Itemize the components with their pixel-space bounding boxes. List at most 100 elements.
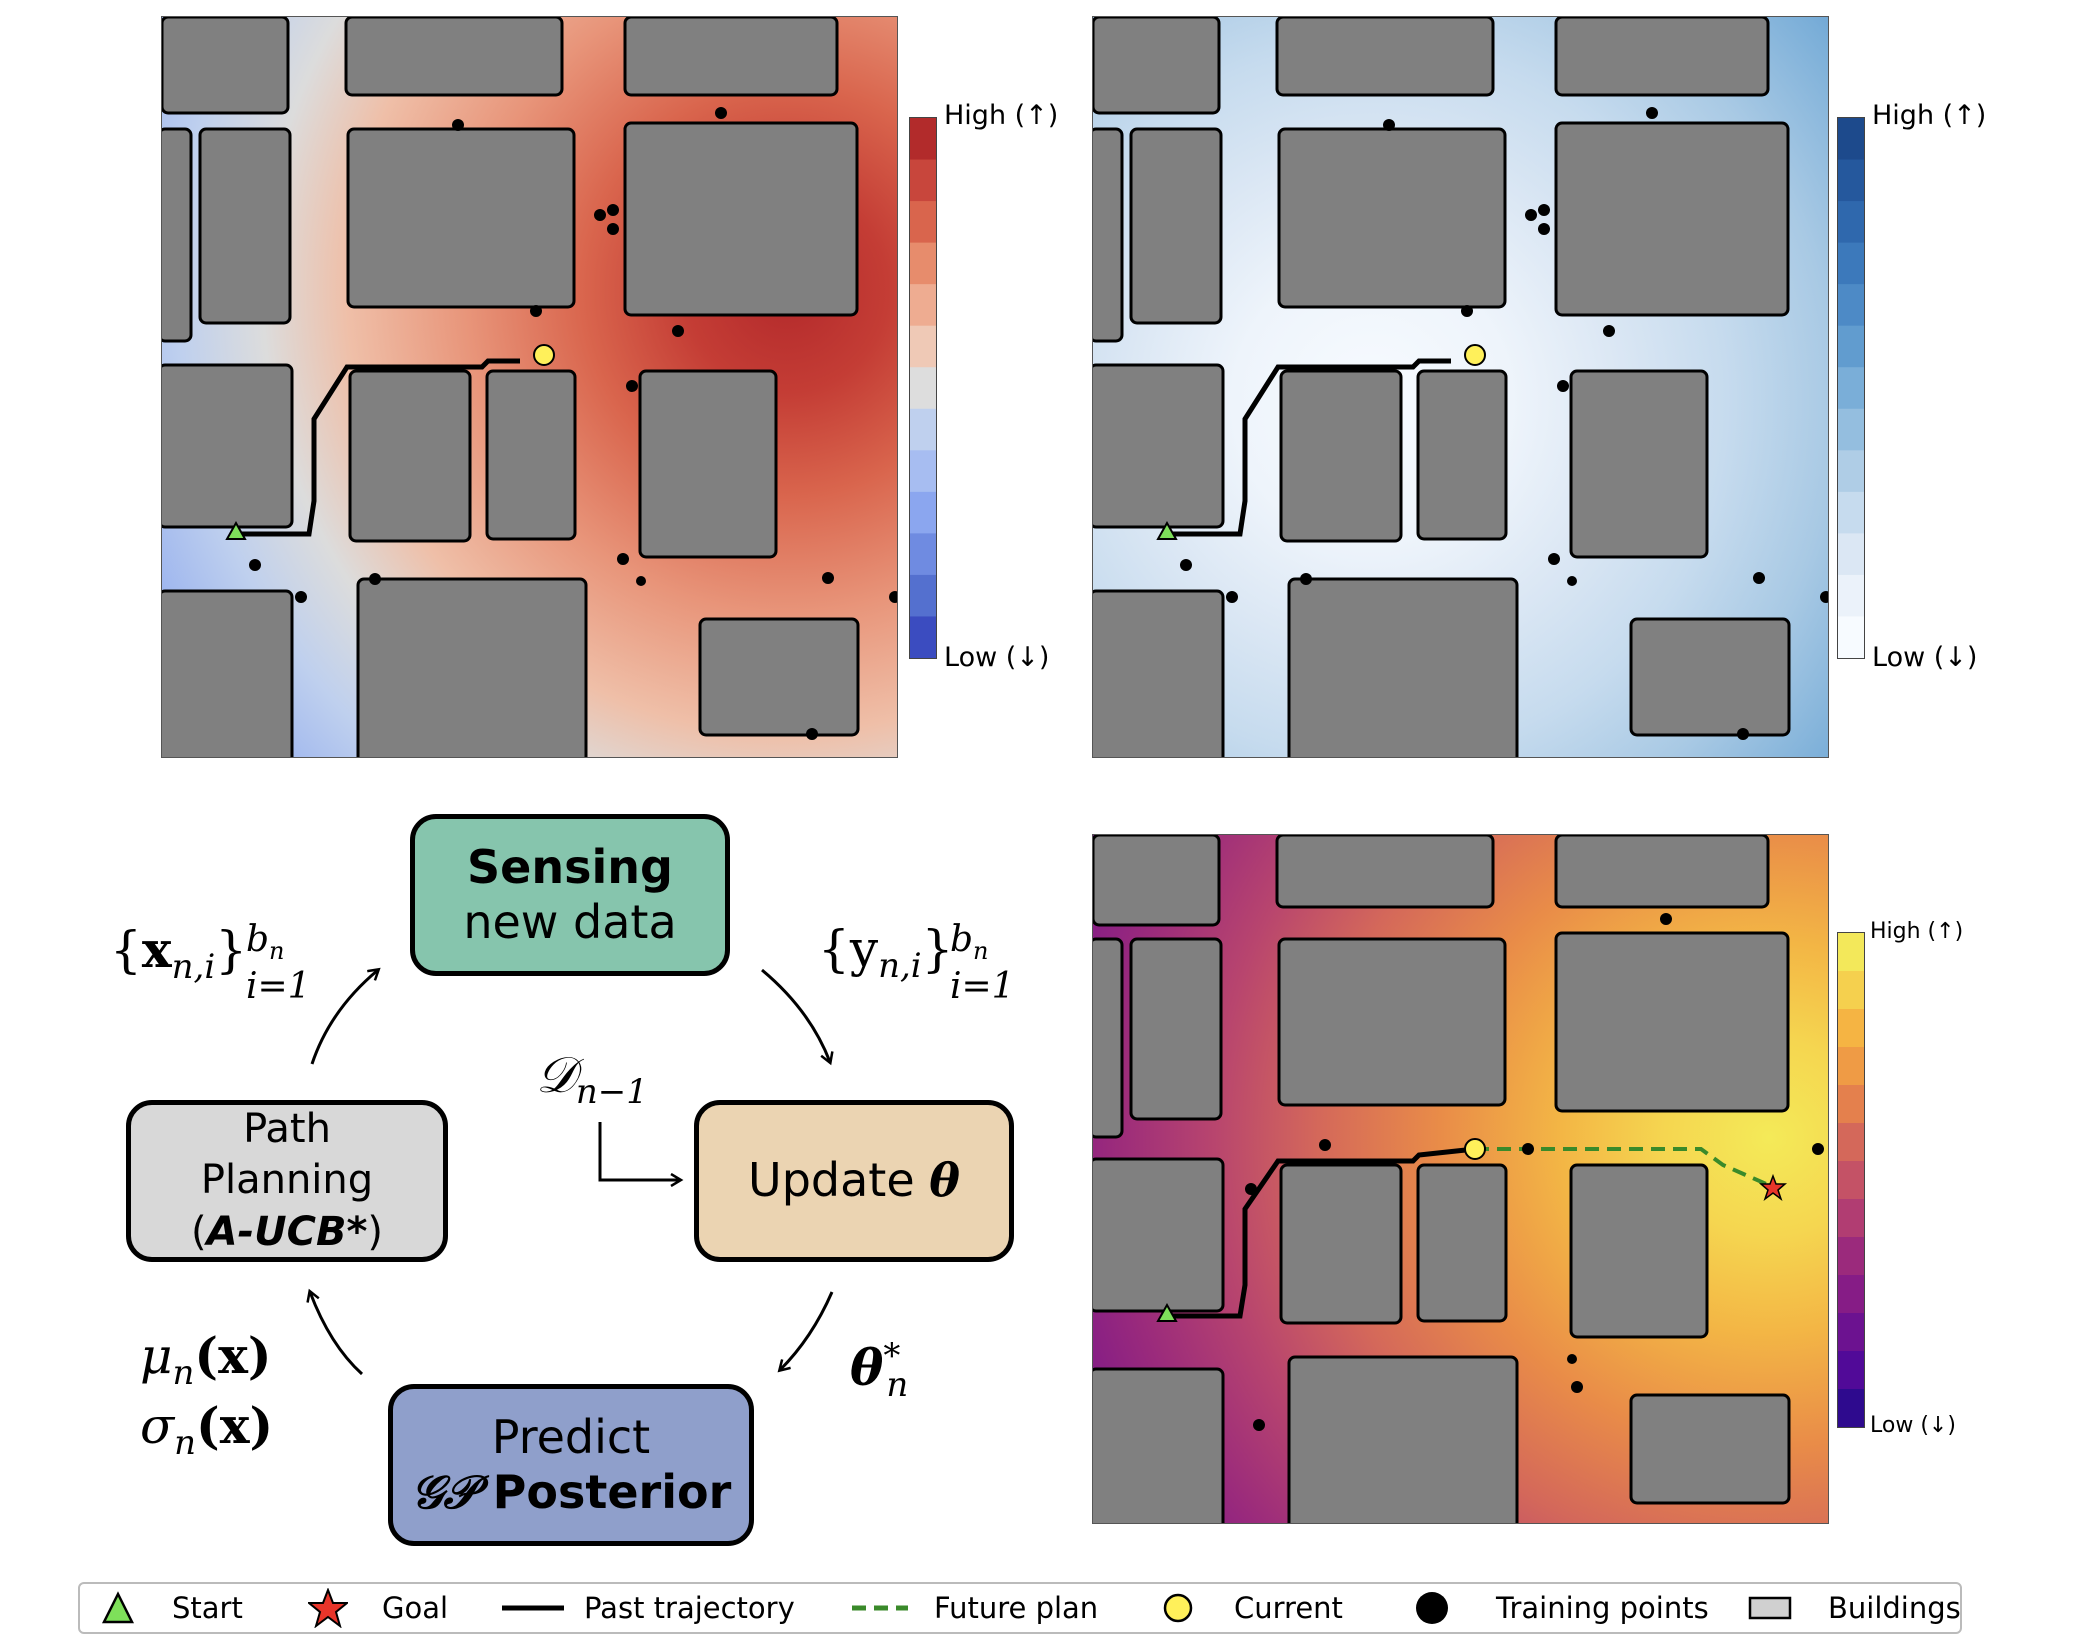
goal-icon	[308, 1588, 348, 1628]
colorbar-band	[1838, 325, 1864, 368]
x-set-lower: i=1	[246, 966, 311, 1008]
predict-gp: 𝒢𝒫	[410, 1465, 477, 1519]
goal-marker-bottom-right	[1758, 1173, 1788, 1202]
colorbar-band	[1838, 450, 1864, 493]
map-top-right	[1092, 16, 1829, 758]
math-theta-star: θ*n	[850, 1336, 908, 1405]
math-x-set: {xn,i}	[110, 920, 247, 987]
colorbar-band	[1838, 491, 1864, 534]
path-paren-open: (	[190, 1208, 207, 1255]
y-set-var: y	[849, 920, 879, 978]
colorbar-band	[1838, 1047, 1864, 1086]
legend-training-label: Training points	[1496, 1591, 1709, 1625]
update-box: Update θ	[694, 1100, 1014, 1262]
training-point-icon	[1416, 1592, 1448, 1624]
math-mu: μn(x)	[140, 1326, 272, 1393]
sigma-arg: (x)	[196, 1396, 274, 1455]
colorbar-band	[1838, 616, 1864, 659]
sensing-subtitle: new data	[463, 895, 677, 949]
theta-star-sup: *	[883, 1336, 901, 1376]
legend-goal: Goal	[308, 1584, 448, 1632]
past-trajectory-bottom-right	[1167, 1146, 1476, 1319]
colorbar-band	[910, 533, 936, 576]
buildings-top-right	[1093, 17, 1791, 757]
colorbar-band	[1838, 1351, 1864, 1390]
colorbar-top-left-low: Low (↓)	[944, 642, 1050, 673]
sensing-box: Sensing new data	[410, 814, 730, 976]
legend-current: Current	[1162, 1584, 1343, 1632]
legend: Start Goal Past trajectory Future plan C…	[78, 1582, 1962, 1634]
arrow-update-to-predict	[780, 1291, 834, 1370]
map-bottom-right	[1092, 834, 1829, 1524]
legend-buildings-label: Buildings	[1828, 1591, 1961, 1625]
sigma-symbol: σ	[140, 1397, 175, 1455]
predict-posterior: Posterior	[492, 1465, 732, 1519]
mu-sub: n	[172, 1353, 195, 1393]
y-set-sub: n,i	[878, 946, 922, 986]
map-bottom-right-svg	[1093, 835, 1828, 1523]
y-set-lower: i=1	[950, 966, 1015, 1008]
colorbar-top-left-svg	[910, 118, 936, 659]
y-set-sup: b	[950, 919, 974, 960]
x-set-brace-open: {	[110, 921, 142, 979]
start-marker-bottom-right	[1156, 1302, 1178, 1322]
colorbar-top-right	[1837, 117, 1865, 659]
colorbar-band	[910, 491, 936, 534]
y-set-sup-sub: n	[973, 937, 989, 966]
colorbar-band	[910, 450, 936, 493]
x-set-brace-close: }	[215, 921, 248, 979]
colorbar-band	[1838, 118, 1864, 161]
legend-start-label: Start	[172, 1591, 243, 1625]
building-icon	[1748, 1596, 1792, 1620]
colorbar-band	[1838, 1199, 1864, 1238]
colorbar-band	[1838, 284, 1864, 327]
math-sigma: σn(x)	[140, 1396, 273, 1463]
colorbar-bottom-right	[1837, 932, 1865, 1428]
path-line1: Path	[243, 1106, 331, 1153]
colorbar-band	[1838, 201, 1864, 244]
math-y-set-limits: bn i=1	[950, 922, 1015, 1005]
colorbar-band	[910, 325, 936, 368]
past-trajectory-top-left	[236, 358, 520, 537]
colorbar-band	[1838, 1009, 1864, 1048]
colorbar-bottom-right-high: High (↑)	[1870, 919, 1964, 944]
colorbar-band	[1838, 367, 1864, 410]
colorbar-band	[910, 118, 936, 161]
colorbar-top-right-svg	[1838, 118, 1864, 659]
mu-arg: (x)	[194, 1326, 272, 1385]
colorbar-band	[1838, 1275, 1864, 1314]
x-set-sup: b	[246, 919, 270, 960]
arrow-dataset-to-update	[598, 1122, 680, 1180]
colorbar-band	[1838, 1313, 1864, 1352]
current-marker-top-left	[533, 344, 555, 366]
dataset-sub: n−1	[575, 1072, 648, 1112]
training-points-top-right	[1180, 107, 1828, 740]
arrow-path-to-sensing	[310, 970, 378, 1065]
sigma-sub: n	[174, 1423, 197, 1463]
math-dataset: 𝒟n−1	[536, 1046, 648, 1112]
colorbar-band	[910, 159, 936, 202]
legend-current-label: Current	[1234, 1591, 1343, 1625]
buildings-top-left	[162, 17, 860, 757]
colorbar-top-left	[909, 117, 937, 659]
path-line3: (A-UCB*)	[191, 1207, 383, 1258]
colorbar-band	[1838, 1085, 1864, 1124]
past-trajectory-top-right	[1167, 358, 1451, 537]
x-set-sub: n,i	[171, 947, 216, 987]
y-set-brace-open: {	[818, 920, 850, 978]
future-plan-icon	[852, 1605, 908, 1611]
dataset-symbol: 𝒟	[536, 1046, 576, 1104]
path-paren-close: )	[367, 1208, 384, 1255]
colorbar-band	[1838, 242, 1864, 285]
path-line2: Planning	[200, 1157, 374, 1204]
update-theta: θ	[929, 1153, 960, 1208]
start-marker-top-right	[1156, 520, 1178, 540]
theta-star-sub: n	[886, 1364, 909, 1405]
path-method: A-UCB*	[206, 1208, 368, 1255]
colorbar-top-right-low: Low (↓)	[1872, 642, 1978, 673]
colorbar-band	[910, 408, 936, 451]
predict-subtitle: 𝒢𝒫 Posterior	[411, 1465, 732, 1520]
colorbar-band	[1838, 1123, 1864, 1162]
current-marker-bottom-right	[1464, 1138, 1486, 1160]
theta-star-symbol: θ	[850, 1337, 884, 1397]
